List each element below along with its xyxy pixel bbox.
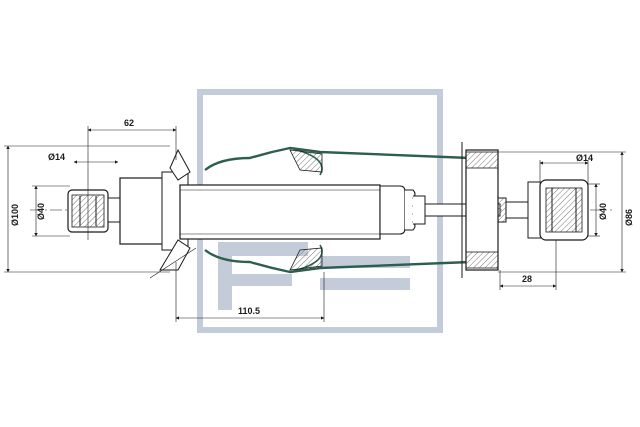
dim-28: 28 <box>522 274 532 284</box>
dim-left-bolt-diameter: Ø14 <box>48 152 65 162</box>
bellows-clamp <box>159 148 323 271</box>
dim-left-eye-diameter: Ø40 <box>36 203 46 220</box>
dim-left-body-diameter: Ø100 <box>10 204 20 226</box>
dim-right-body-diameter: Ø86 <box>624 209 634 226</box>
cylinder-body <box>119 171 381 251</box>
dim-right-bolt-diameter: Ø14 <box>576 153 593 163</box>
dimension-lines <box>4 126 626 322</box>
left-eye-mount <box>67 189 121 233</box>
right-housing <box>461 142 499 278</box>
dim-right-eye-diameter: Ø40 <box>598 203 608 220</box>
dim-62: 62 <box>124 118 134 128</box>
bump-stop <box>379 185 426 235</box>
dim-110-5: 110.5 <box>238 306 260 316</box>
right-eye-mount <box>527 179 589 241</box>
